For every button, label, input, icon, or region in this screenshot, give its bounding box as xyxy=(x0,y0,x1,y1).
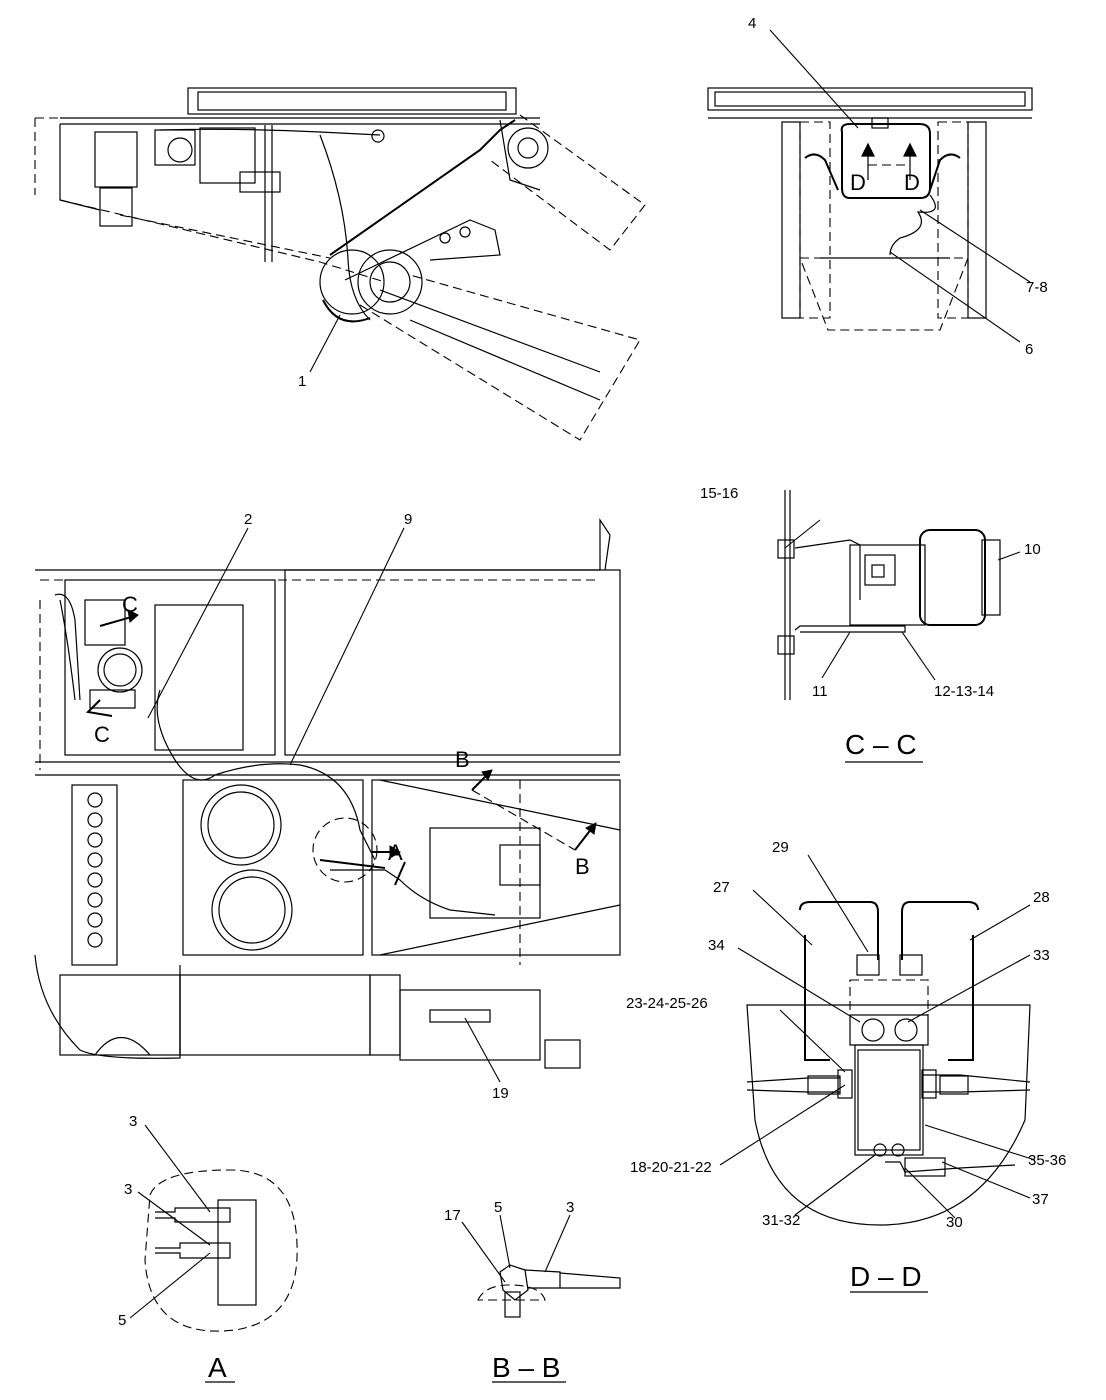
callout-35-36: 35-36 xyxy=(1028,1152,1066,1169)
callout-12-13-14: 12-13-14 xyxy=(934,683,994,700)
callout-37: 37 xyxy=(1032,1191,1049,1208)
callout-34: 34 xyxy=(708,937,725,954)
callout-31-32: 31-32 xyxy=(762,1212,800,1229)
section-marker-b-bottom: B xyxy=(575,854,590,879)
section-marker-b-top: B xyxy=(455,747,470,772)
callout-3a: 3 xyxy=(129,1113,137,1130)
callout-6: 6 xyxy=(1025,341,1033,358)
callout-3c: 3 xyxy=(566,1199,574,1216)
callout-28: 28 xyxy=(1033,889,1050,906)
section-markers: D D C C A B B xyxy=(94,170,920,879)
callout-5b: 5 xyxy=(494,1199,502,1216)
view-title-bb: B – B xyxy=(492,1352,560,1383)
callout-labels: 1 4 7-8 6 2 9 15-16 10 11 12-13-14 19 3 … xyxy=(118,15,1066,1329)
view-a xyxy=(129,1124,298,1383)
callout-7-8: 7-8 xyxy=(1026,279,1048,296)
view-cc xyxy=(777,490,1021,763)
view-bb xyxy=(461,1214,621,1383)
callout-29: 29 xyxy=(772,839,789,856)
callout-9: 9 xyxy=(404,511,412,528)
section-marker-c-top: C xyxy=(122,592,138,617)
callout-18-20-21-22: 18-20-21-22 xyxy=(630,1159,712,1176)
callout-33: 33 xyxy=(1033,947,1050,964)
callout-19: 19 xyxy=(492,1085,509,1102)
callout-27: 27 xyxy=(713,879,730,896)
view-title-dd: D – D xyxy=(850,1261,922,1292)
machine-plan-view xyxy=(34,518,621,1083)
callout-17: 17 xyxy=(444,1207,461,1224)
view-title-a: A xyxy=(208,1352,227,1383)
callout-30: 30 xyxy=(946,1214,963,1231)
view-title-cc: C – C xyxy=(845,729,917,760)
callout-11: 11 xyxy=(812,683,828,700)
section-marker-c-bottom: C xyxy=(94,722,110,747)
callout-10: 10 xyxy=(1024,541,1041,558)
callout-5a: 5 xyxy=(118,1312,126,1329)
boom-rear-view xyxy=(707,29,1033,343)
section-marker-d-left: D xyxy=(850,170,866,195)
section-marker-d-right: D xyxy=(904,170,920,195)
view-dd xyxy=(719,854,1036,1293)
view-titles: C – C D – D A B – B xyxy=(208,729,922,1383)
callout-15-16: 15-16 xyxy=(700,485,738,502)
callout-3b: 3 xyxy=(124,1181,132,1198)
section-marker-a: A xyxy=(388,840,403,865)
callout-4: 4 xyxy=(748,15,756,32)
callout-2: 2 xyxy=(244,511,252,528)
boom-side-view xyxy=(34,87,646,441)
callout-23-24-25-26: 23-24-25-26 xyxy=(626,995,708,1012)
callout-1: 1 xyxy=(298,373,306,390)
